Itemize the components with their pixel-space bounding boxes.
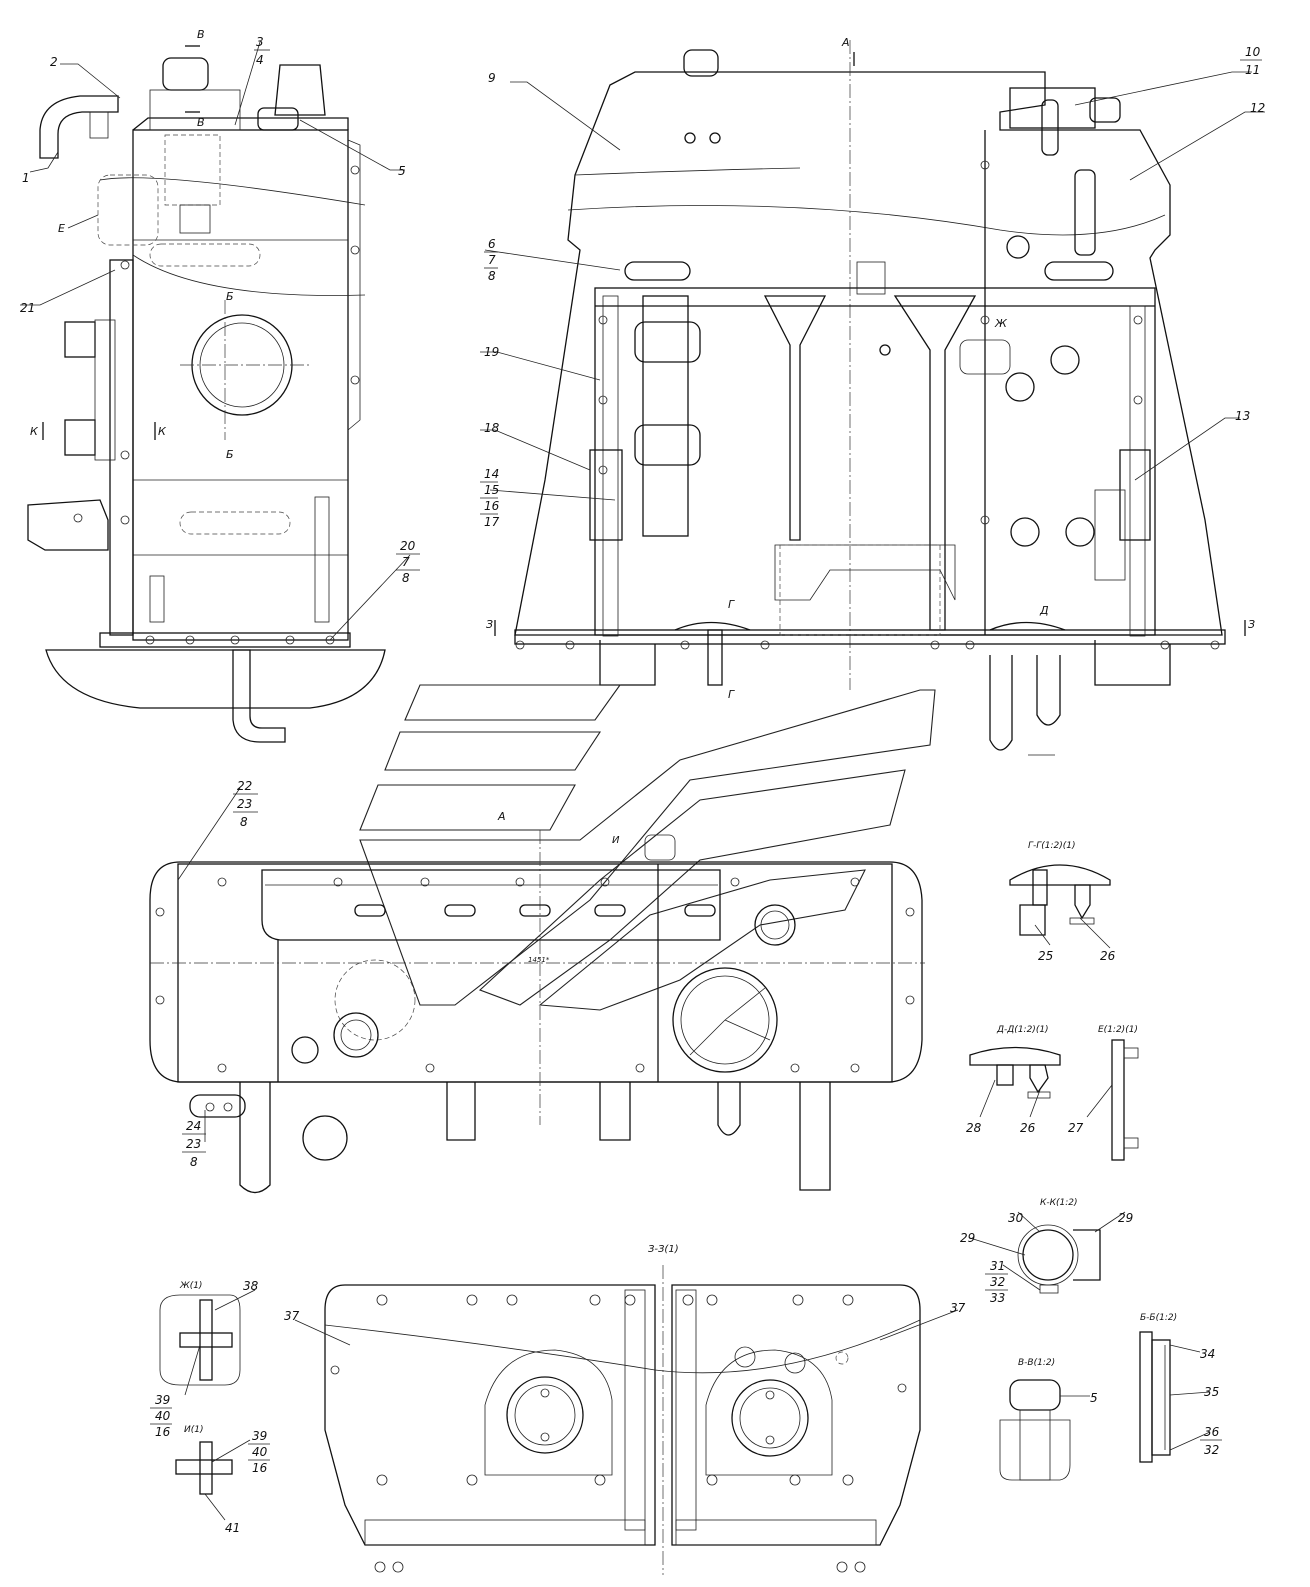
- callout-14: 14: [484, 467, 499, 481]
- callout-17: 17: [484, 515, 500, 529]
- section-e: Е(1:2)(1): [1098, 1025, 1139, 1161]
- plan-dimension: 1451*: [528, 956, 550, 964]
- section-kk: К-К(1:2): [1017, 1198, 1101, 1294]
- mark-v-top: В: [197, 28, 205, 41]
- callout-31: 31: [990, 1259, 1005, 1273]
- callout-12: 12: [1250, 101, 1265, 115]
- callout-32: 32: [990, 1275, 1005, 1289]
- callout-40b: 40: [252, 1445, 268, 1459]
- plan-view: А: [149, 810, 925, 1194]
- view-a-label: А: [497, 810, 506, 823]
- mark-e: Е: [58, 222, 65, 235]
- mark-k1: К: [30, 425, 39, 438]
- callout-28: 28: [966, 1121, 982, 1135]
- view-zh-title: Ж(1): [179, 1281, 202, 1291]
- callout-11: 11: [1245, 63, 1260, 77]
- callout-8: 8: [488, 269, 496, 283]
- callout-33: 33: [990, 1291, 1005, 1305]
- callout-5: 5: [398, 164, 406, 178]
- callout-7: 7: [488, 253, 496, 267]
- callout-16: 16: [484, 499, 500, 513]
- callout-10: 10: [1245, 45, 1261, 59]
- callout-39b: 39: [252, 1429, 267, 1443]
- callout-20-8: 8: [402, 571, 410, 585]
- callout-34: 34: [1200, 1347, 1215, 1361]
- view-i-title: И(1): [184, 1425, 203, 1435]
- callout-35: 35: [1204, 1385, 1219, 1399]
- callout-2: 2: [50, 55, 58, 69]
- callout-3: 3: [256, 35, 264, 49]
- callout-40: 40: [155, 1409, 171, 1423]
- front-view: А Ж Г Г Д З З: [486, 36, 1255, 756]
- callout-16c: 16: [252, 1461, 268, 1475]
- callout-27: 27: [1068, 1121, 1084, 1135]
- callout-20: 20: [400, 539, 416, 553]
- section-bb-title: Б-Б(1:2): [1140, 1313, 1177, 1323]
- callout-labels: 1 2 3 4 5 6 7 8 9 10 11 12 13 14 15 16 1…: [20, 35, 1265, 1535]
- view-i: И(1): [175, 1425, 233, 1495]
- mark-b1: Б: [226, 290, 234, 303]
- section-vv: В-В(1:2): [999, 1358, 1071, 1481]
- mark-zh: Ж: [994, 317, 1008, 330]
- mark-d: Д: [1039, 604, 1049, 617]
- section-kk-title: К-К(1:2): [1040, 1198, 1078, 1208]
- callout-37b: 37: [950, 1301, 966, 1315]
- view-a-arrow-label: А: [841, 36, 850, 49]
- callout-36: 36: [1204, 1425, 1220, 1439]
- section-zz-title: З-З(1): [648, 1244, 679, 1255]
- section-zz: З-З(1): [324, 1244, 921, 1575]
- callout-13: 13: [1235, 409, 1250, 423]
- callout-29b: 29: [960, 1231, 975, 1245]
- callout-23: 23: [237, 797, 252, 811]
- callout-37: 37: [284, 1309, 300, 1323]
- callout-20-7: 7: [402, 555, 410, 569]
- callout-38: 38: [243, 1279, 259, 1293]
- callout-26b: 26: [1020, 1121, 1036, 1135]
- callout-1: 1: [22, 171, 30, 185]
- mark-z1: З: [486, 618, 493, 631]
- callout-21: 21: [20, 301, 35, 315]
- mark-i: И: [612, 835, 620, 846]
- section-bb: Б-Б(1:2): [1139, 1313, 1177, 1463]
- callout-41: 41: [225, 1521, 240, 1535]
- callout-26: 26: [1100, 949, 1116, 963]
- callout-9: 9: [488, 71, 496, 85]
- mark-g1: Г: [728, 598, 735, 611]
- section-gg-title: Г-Г(1:2)(1): [1028, 841, 1076, 851]
- callout-39: 39: [155, 1393, 170, 1407]
- section-e-title: Е(1:2)(1): [1098, 1025, 1138, 1035]
- mark-b2: Б: [226, 448, 234, 461]
- callout-19: 19: [484, 345, 499, 359]
- callout-24-23: 23: [186, 1137, 201, 1151]
- callout-24: 24: [186, 1119, 201, 1133]
- callout-5b: 5: [1090, 1391, 1098, 1405]
- section-dd-title: Д-Д(1:2)(1): [996, 1025, 1049, 1035]
- callout-22: 22: [237, 779, 252, 793]
- callout-6: 6: [488, 237, 496, 251]
- callout-22-8: 8: [240, 815, 248, 829]
- watermark-logo: [359, 684, 936, 1011]
- callout-30: 30: [1008, 1211, 1024, 1225]
- mark-g2: Г: [728, 688, 735, 701]
- section-vv-title: В-В(1:2): [1018, 1358, 1055, 1368]
- callout-18: 18: [484, 421, 500, 435]
- mark-v-bottom: В: [197, 116, 205, 129]
- section-gg: Г-Г(1:2)(1): [1009, 841, 1111, 936]
- side-view: В В Б Б Е К К: [27, 28, 386, 743]
- callout-16b: 16: [155, 1425, 171, 1439]
- view-zh: Ж(1): [159, 1281, 241, 1386]
- mark-z2: З: [1248, 618, 1255, 631]
- callout-29: 29: [1118, 1211, 1133, 1225]
- callout-4: 4: [256, 53, 264, 67]
- mark-k2: К: [158, 425, 167, 438]
- callout-24-8: 8: [190, 1155, 198, 1169]
- leader-lines: [20, 41, 1265, 1521]
- callout-underlines: [150, 49, 1262, 1461]
- callout-25: 25: [1038, 949, 1053, 963]
- callout-32b: 32: [1204, 1443, 1219, 1457]
- section-dd: Д-Д(1:2)(1): [969, 1025, 1061, 1099]
- callout-15: 15: [484, 483, 499, 497]
